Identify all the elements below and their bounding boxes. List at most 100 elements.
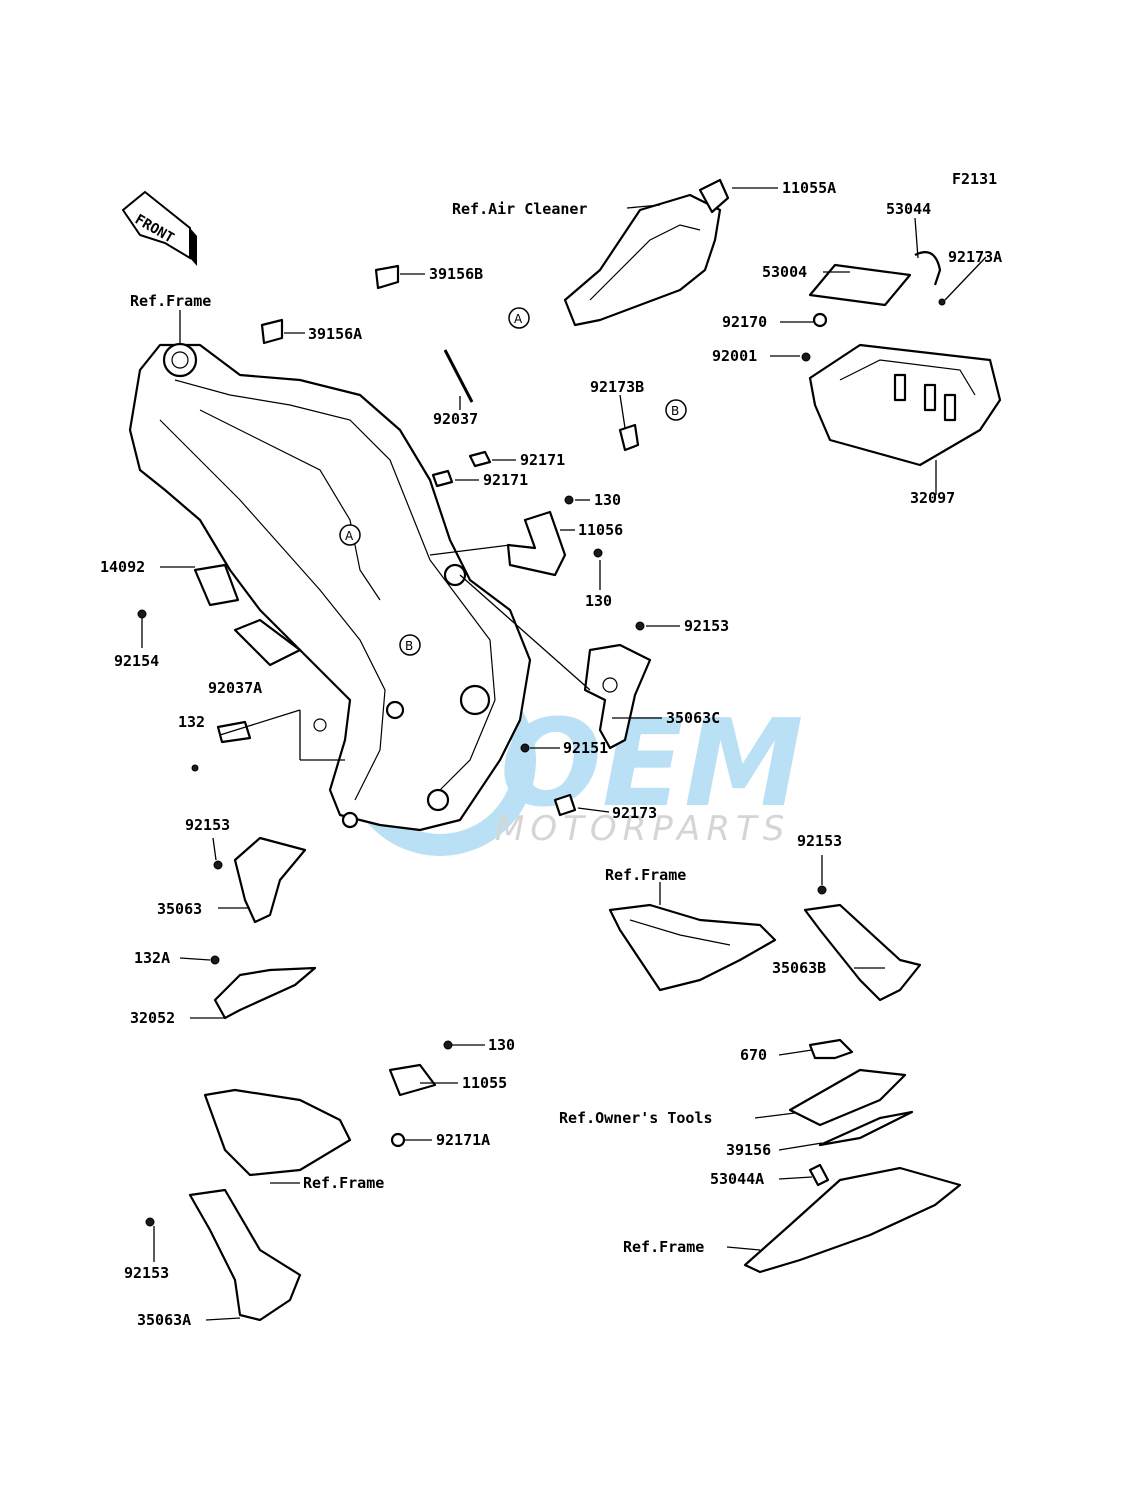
label-92153-top: 92153 xyxy=(684,617,729,635)
marker-b-frame-label: B xyxy=(405,639,413,653)
label-39156a: 39156A xyxy=(308,325,362,343)
label-ref-owners-tools: Ref.Owner's Tools xyxy=(559,1109,713,1127)
front-arrow-icon: FRONT xyxy=(121,190,197,266)
bolt-132 xyxy=(191,764,199,772)
clamp-92171-a xyxy=(468,450,492,468)
bolt-92153-left xyxy=(213,860,223,870)
bolt-132a xyxy=(210,955,220,965)
rear-frame-right xyxy=(608,885,922,1002)
label-92001: 92001 xyxy=(712,347,757,365)
label-92153-right: 92153 xyxy=(797,832,842,850)
label-11055: 11055 xyxy=(462,1074,507,1092)
clamp-92173 xyxy=(553,793,577,817)
label-ref-air-cleaner: Ref.Air Cleaner xyxy=(452,200,587,218)
diagram-code: F2131 xyxy=(952,170,997,188)
label-130-mid: 130 xyxy=(585,592,612,610)
label-53004: 53004 xyxy=(762,263,807,281)
tube-53044 xyxy=(914,251,942,286)
label-92037: 92037 xyxy=(433,410,478,428)
marker-a-top: A xyxy=(508,307,530,329)
lower-frame xyxy=(145,1040,453,1322)
label-132: 132 xyxy=(178,713,205,731)
watermark-subtext: MOTORPARTS xyxy=(495,809,790,849)
label-130-top: 130 xyxy=(594,491,621,509)
owners-tools-bag xyxy=(788,1068,907,1127)
label-92171-2: 92171 xyxy=(483,471,528,489)
tube-53044a xyxy=(808,1163,830,1187)
clip-92171a xyxy=(390,1132,406,1148)
footpeg-bracket-35063 xyxy=(213,836,307,924)
label-35063b: 35063B xyxy=(772,959,826,977)
clip-92037a xyxy=(216,720,252,744)
band-670 xyxy=(808,1038,854,1060)
bracket-11055 xyxy=(388,1063,437,1097)
footpeg-bracket-35063b xyxy=(803,903,922,1002)
marker-a-frame: A xyxy=(339,524,361,546)
bolt-92154 xyxy=(137,609,147,619)
air-cleaner-part xyxy=(563,178,730,327)
label-130-bottom: 130 xyxy=(488,1036,515,1054)
label-32052: 32052 xyxy=(130,1009,175,1027)
label-32097: 32097 xyxy=(910,489,955,507)
label-11056: 11056 xyxy=(578,521,623,539)
bolt-92153-top xyxy=(635,621,645,631)
battery-case-part xyxy=(808,263,1002,467)
footpeg-bracket-35063c xyxy=(583,621,652,750)
label-35063a: 35063A xyxy=(137,1311,191,1329)
nut-130-top xyxy=(564,495,574,505)
label-92171-1: 92171 xyxy=(520,451,565,469)
battery-pad-53004 xyxy=(808,263,912,307)
main-frame xyxy=(128,342,532,832)
bolt-92001 xyxy=(801,352,811,362)
guard-14092-part xyxy=(137,563,240,619)
label-670: 670 xyxy=(740,1046,767,1064)
label-92151: 92151 xyxy=(563,739,608,757)
rubber-39156a xyxy=(260,318,284,345)
heel-guard-32052 xyxy=(210,955,317,1020)
label-ref-frame-top: Ref.Frame xyxy=(130,292,211,310)
label-92153-bottom: 92153 xyxy=(124,1264,169,1282)
marker-a-frame-label: A xyxy=(345,529,354,543)
footpeg-bracket-35063a xyxy=(188,1188,302,1322)
bolt-92153-right xyxy=(817,885,827,895)
bolt-92153-bottom xyxy=(145,1217,155,1227)
label-ref-frame-bottom: Ref.Frame xyxy=(303,1174,384,1192)
grommet-92170 xyxy=(812,312,828,328)
label-92171a: 92171A xyxy=(436,1131,490,1149)
label-39156: 39156 xyxy=(726,1141,771,1159)
label-92173b: 92173B xyxy=(590,378,644,396)
marker-b-top-label: B xyxy=(671,404,679,418)
label-92153-left: 92153 xyxy=(185,816,230,834)
label-92173a: 92173A xyxy=(948,248,1002,266)
sheet-39156 xyxy=(818,1110,914,1147)
label-39156b: 39156B xyxy=(429,265,483,283)
label-92154: 92154 xyxy=(114,652,159,670)
nut-130-bottom xyxy=(443,1040,453,1050)
clamp-92173b xyxy=(618,423,640,452)
marker-a-top-label: A xyxy=(514,312,523,326)
label-14092: 14092 xyxy=(100,558,145,576)
label-132a: 132A xyxy=(134,949,170,967)
label-11055a: 11055A xyxy=(782,179,836,197)
marker-b-frame: B xyxy=(399,634,421,656)
nut-92151 xyxy=(520,743,530,753)
label-53044: 53044 xyxy=(886,200,931,218)
label-92170: 92170 xyxy=(722,313,767,331)
label-ref-frame-rear: Ref.Frame xyxy=(623,1238,704,1256)
rear-frame-tail xyxy=(743,1166,962,1274)
label-ref-frame-right: Ref.Frame xyxy=(605,866,686,884)
label-53044a: 53044A xyxy=(710,1170,764,1188)
marker-b-top: B xyxy=(665,399,687,421)
rubber-39156b xyxy=(374,264,400,290)
label-35063: 35063 xyxy=(157,900,202,918)
bolt-130-mid xyxy=(593,548,603,558)
small-parts-top xyxy=(260,251,946,488)
clamp-92171-b xyxy=(431,469,454,488)
tools-area xyxy=(743,1038,962,1274)
label-92037a: 92037A xyxy=(208,679,262,697)
leader-lines xyxy=(141,187,987,1321)
bracket-11056-part xyxy=(506,495,603,577)
label-35063c: 35063C xyxy=(666,709,720,727)
